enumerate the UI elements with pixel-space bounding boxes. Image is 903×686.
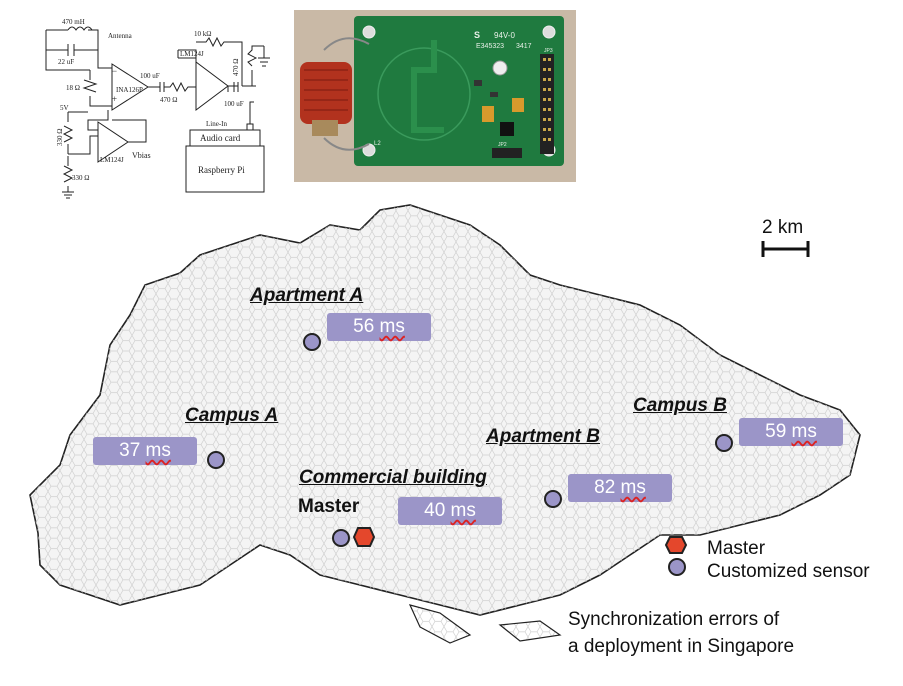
- place-label-apartment-a: Apartment A: [250, 285, 364, 306]
- scale-label: 2 km: [762, 217, 804, 238]
- caption: Synchronization errors of a deployment i…: [568, 606, 794, 660]
- singapore-map: [29, 204, 861, 644]
- latency-value: 59: [765, 421, 787, 442]
- line-in-label: Line-In: [206, 120, 227, 128]
- latency-value: 37: [119, 440, 141, 461]
- sensor-dot-campus-b: [715, 434, 733, 452]
- latency-value: 56: [353, 316, 375, 337]
- latency-unit: ms: [620, 477, 646, 498]
- place-label-campus-a: Campus A: [185, 405, 279, 426]
- place-label-campus-b: Campus B: [633, 395, 727, 416]
- caption-line-2: a deployment in Singapore: [568, 636, 795, 657]
- latency-badge-campus-a: 37 ms: [93, 437, 197, 465]
- latency-unit: ms: [379, 316, 405, 337]
- master-hexagon-icon: [352, 527, 376, 547]
- antenna-inductance-label: 470 mH: [62, 18, 85, 26]
- pin-header-2-label: JP2: [498, 142, 507, 148]
- coil-label: L2: [374, 141, 381, 147]
- latency-unit: ms: [145, 440, 171, 461]
- legend-master-hexagon-icon: [664, 536, 688, 554]
- scale-bar: [761, 241, 810, 257]
- caption-line-1: Synchronization errors of: [568, 609, 780, 630]
- latency-unit: ms: [450, 500, 476, 521]
- raspberry-pi-label: Raspberry Pi: [198, 165, 245, 175]
- cap-22uf-label: 22 uF: [58, 58, 74, 66]
- lm124-top-label: LM124J: [180, 50, 204, 58]
- legend-sensor-dot: [668, 558, 686, 576]
- board-mark-3: E345323: [476, 43, 504, 50]
- plus-sign: +: [112, 94, 117, 104]
- board-mark-4: 3417: [516, 43, 532, 50]
- ina-amp-label: INA126P: [116, 86, 143, 94]
- circuit-schematic: 470 mH Antenna 22 uF 18 Ω INA126P + − 10…: [45, 18, 270, 199]
- sensor-dot-apartment-a: [303, 333, 321, 351]
- legend-master-label: Master: [707, 538, 766, 559]
- latency-value: 82: [594, 477, 616, 498]
- minus-sign: −: [112, 66, 117, 76]
- sensor-dot-campus-a: [207, 451, 225, 469]
- cap-100uf-b-label: 100 uF: [224, 100, 244, 108]
- res-330-bottom-label: 330 Ω: [72, 174, 89, 182]
- audio-card-label: Audio card: [200, 133, 241, 143]
- place-label-commercial-building: Commercial building: [299, 467, 487, 488]
- res-10k-label: 10 kΩ: [194, 30, 211, 38]
- cap-100uf-a-label: 100 uF: [140, 72, 160, 80]
- place-label-apartment-b: Apartment B: [486, 426, 601, 447]
- latency-badge-apartment-a: 56 ms: [327, 313, 431, 341]
- antenna-label: Antenna: [108, 32, 133, 40]
- res-470-label: 470 Ω: [160, 96, 177, 104]
- southern-island: [498, 620, 562, 642]
- sensor-dot-commercial-building: [332, 529, 350, 547]
- latency-value: 40: [424, 500, 446, 521]
- latency-badge-commercial-building: 40 ms: [398, 497, 502, 525]
- res-470-vertical-label: 470 Ω: [232, 59, 240, 76]
- supply-5v-label: 5V: [60, 104, 69, 112]
- board-mark-1: S: [474, 30, 480, 40]
- board-mark-2: 94V-0: [494, 31, 515, 40]
- legend-sensor-label: Customized sensor: [707, 561, 870, 582]
- latency-unit: ms: [791, 421, 817, 442]
- latency-badge-campus-b: 59 ms: [739, 418, 843, 446]
- lm124-bottom-label: LM124J: [100, 156, 124, 164]
- sensor-dot-apartment-b: [544, 490, 562, 508]
- master-location-label: Master: [298, 496, 360, 517]
- pcb-photo: S 94V-0 E345323 3417 JP3 JP2 L2: [294, 10, 576, 182]
- southern-island: [408, 604, 472, 644]
- res-330-top-label: 330 Ω: [56, 129, 64, 146]
- res-18-label: 18 Ω: [66, 84, 80, 92]
- vbias-label: Vbias: [132, 151, 151, 160]
- hex-grid: [30, 205, 860, 615]
- pin-header-label: JP3: [544, 48, 553, 54]
- latency-badge-apartment-b: 82 ms: [568, 474, 672, 502]
